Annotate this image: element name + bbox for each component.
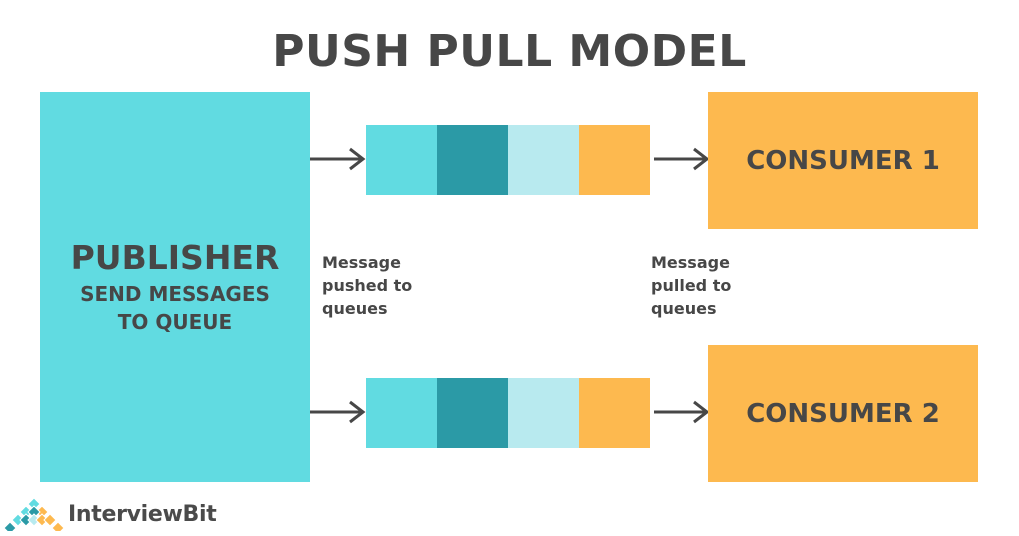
push-caption-line-1: Message: [322, 253, 401, 272]
consumer-2-label: CONSUMER 2: [746, 398, 940, 429]
push-arrow-1: [310, 147, 366, 171]
pull-caption-line-1: Message: [651, 253, 730, 272]
logo-text: InterviewBit: [68, 501, 217, 527]
consumer-1-box: CONSUMER 1: [708, 92, 978, 229]
queue-2-cell-4: [579, 378, 650, 448]
pull-caption-line-2: pulled to: [651, 276, 732, 295]
queue-1-cell-2: [437, 125, 508, 195]
diamond-grid-icon: [4, 497, 64, 531]
push-caption: Message pushed to queues: [322, 251, 412, 320]
diagram-title: PUSH PULL MODEL: [272, 26, 747, 77]
queue-2-cell-1: [366, 378, 437, 448]
push-caption-line-2: pushed to: [322, 276, 413, 295]
message-queue-2: [366, 378, 650, 448]
publisher-box: PUBLISHER SEND MESSAGES TO QUEUE: [40, 92, 310, 482]
interviewbit-logo: InterviewBit: [4, 496, 217, 532]
publisher-sublabel-line2: TO QUEUE: [117, 310, 233, 334]
pull-caption-line-3: queues: [651, 299, 717, 318]
pull-arrow-1: [654, 147, 710, 171]
consumer-1-label: CONSUMER 1: [746, 145, 940, 176]
pull-caption: Message pulled to queues: [651, 251, 731, 320]
push-caption-line-3: queues: [322, 299, 388, 318]
queue-2-cell-2: [437, 378, 508, 448]
publisher-sublabel-line1: SEND MESSAGES: [80, 282, 270, 306]
pull-arrow-2: [654, 400, 710, 424]
message-queue-1: [366, 125, 650, 195]
queue-1-cell-4: [579, 125, 650, 195]
queue-1-cell-3: [508, 125, 579, 195]
queue-1-cell-1: [366, 125, 437, 195]
queue-2-cell-3: [508, 378, 579, 448]
push-arrow-2: [310, 400, 366, 424]
consumer-2-box: CONSUMER 2: [708, 345, 978, 482]
publisher-label: PUBLISHER: [70, 238, 280, 277]
